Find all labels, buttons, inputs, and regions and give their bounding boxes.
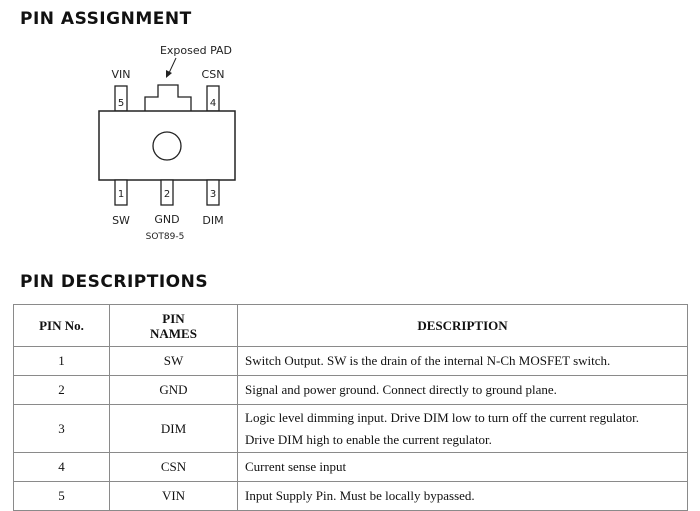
pin-descriptions-heading: PIN DESCRIPTIONS [20, 272, 209, 292]
cell-description: Signal and power ground. Connect directl… [237, 375, 688, 405]
pin-label-dim: DIM [202, 214, 223, 227]
exposed-pad-arrow-head [166, 70, 172, 78]
pin-2-number: 2 [164, 189, 170, 200]
cell-description-line1: Logic level dimming input. Drive DIM low… [245, 409, 640, 425]
exposed-pad-label: Exposed PAD [160, 44, 232, 57]
pin-5-number: 5 [118, 98, 124, 109]
pin-descriptions-table: PIN No. PIN NAMES DESCRIPTION 1 SW Switc… [13, 304, 688, 511]
pin-3 [206, 179, 220, 206]
header-description: DESCRIPTION [237, 304, 688, 347]
cell-pin-no: 2 [13, 375, 110, 405]
header-pin-no: PIN No. [13, 304, 110, 347]
table-row: 4 CSN Current sense input [13, 452, 688, 482]
header-pin-names-line2: NAMES [150, 325, 197, 341]
pin-1 [114, 179, 128, 206]
header-pin-names-line1: PIN [162, 310, 185, 326]
table-row: 2 GND Signal and power ground. Connect d… [13, 375, 688, 405]
cell-description: Switch Output. SW is the drain of the in… [237, 346, 688, 376]
pin-2 [160, 179, 174, 206]
cell-pin-name: DIM [109, 404, 238, 453]
pin-assignment-heading: PIN ASSIGNMENT [20, 9, 192, 29]
exposed-pad-arrow-line [168, 57, 177, 74]
table-row: 1 SW Switch Output. SW is the drain of t… [13, 346, 688, 376]
cell-pin-no: 1 [13, 346, 110, 376]
exposed-pad-tab [144, 84, 192, 111]
cell-description: Current sense input [237, 452, 688, 482]
cell-pin-no: 5 [13, 481, 110, 511]
pin-label-sw: SW [112, 214, 130, 227]
pin-1-number: 1 [118, 189, 124, 200]
package-label: SOT89-5 [146, 232, 185, 242]
cell-description-line2: Drive DIM high to enable the current reg… [245, 431, 492, 447]
cell-pin-name: SW [109, 346, 238, 376]
cell-pin-name: VIN [109, 481, 238, 511]
pin-3-number: 3 [210, 189, 216, 200]
cell-pin-name: CSN [109, 452, 238, 482]
pin-label-vin: VIN [112, 68, 131, 81]
cell-pin-name: GND [109, 375, 238, 405]
header-pin-names: PIN NAMES [109, 304, 238, 347]
table-header-row: PIN No. PIN NAMES DESCRIPTION [13, 304, 688, 347]
table-row: 3 DIM Logic level dimming input. Drive D… [13, 404, 688, 453]
cell-pin-no: 4 [13, 452, 110, 482]
cell-description: Logic level dimming input. Drive DIM low… [237, 404, 688, 453]
pin-label-gnd: GND [154, 213, 179, 226]
pin-assignment-diagram: Exposed PAD VIN CSN 5 4 1 2 3 SW GND DIM… [98, 44, 236, 242]
pin-4-number: 4 [210, 98, 216, 109]
pin-label-csn: CSN [202, 68, 225, 81]
cell-description: Input Supply Pin. Must be locally bypass… [237, 481, 688, 511]
table-row: 5 VIN Input Supply Pin. Must be locally … [13, 481, 688, 511]
cell-pin-no: 3 [13, 404, 110, 453]
pin-one-marker [152, 131, 182, 161]
